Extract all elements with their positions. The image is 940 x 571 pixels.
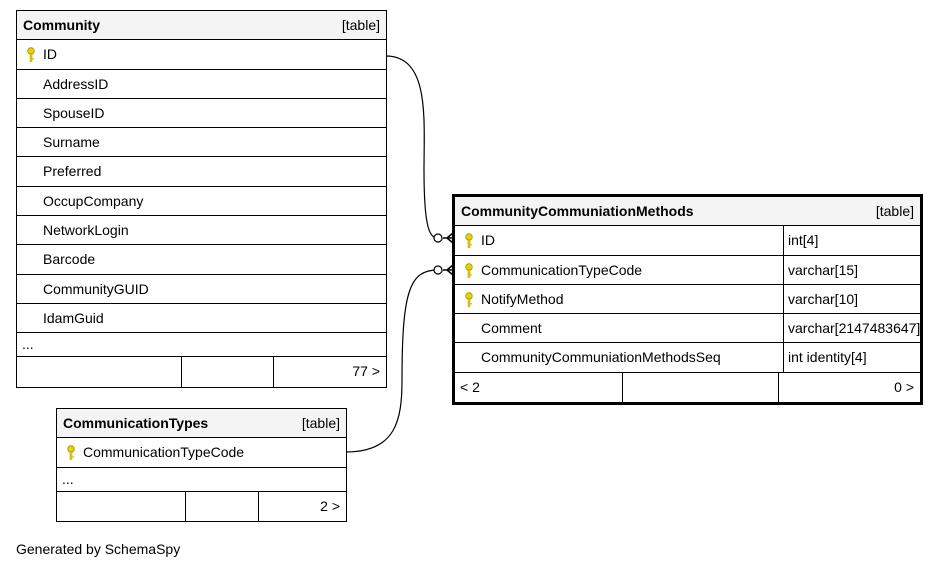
table-kind-label: [table]: [341, 17, 380, 33]
table-row[interactable]: SpouseID: [17, 99, 386, 129]
column-type: varchar[2147483647]: [783, 314, 920, 343]
column-name: Preferred: [43, 163, 102, 180]
community-table[interactable]: Community [table] ID AddressID SpouseID Surna…: [16, 10, 387, 388]
column-name: NotifyMethod: [481, 290, 564, 307]
table-row[interactable]: NetworkLogin: [17, 216, 386, 246]
column-name: ID: [481, 232, 495, 249]
table-header[interactable]: CommunityCommuniationMethods [table]: [455, 197, 920, 227]
primary-key-icon: [465, 262, 473, 278]
communication-types-table[interactable]: CommunicationTypes[table]CommunicationTy…: [56, 408, 347, 522]
column-name: AddressID: [43, 75, 109, 92]
table-name: CommunicationTypes: [63, 415, 209, 431]
table-row[interactable]: Barcode: [17, 245, 386, 275]
column-name: ID: [43, 46, 57, 63]
table-name: Community: [23, 17, 100, 33]
table-name: CommunityCommuniationMethods: [461, 203, 694, 219]
table-row[interactable]: OccupCompany: [17, 187, 386, 217]
column-name: NetworkLogin: [43, 222, 129, 239]
column-type: int[4]: [783, 226, 818, 255]
community-communiation-methods-table[interactable]: CommunityCommuniationMethods [table] ID int…: [452, 194, 923, 406]
table-row[interactable]: CommunicationTypeCode: [57, 438, 346, 468]
table-row[interactable]: IdamGuid: [17, 304, 386, 334]
generated-by-credit: Generated by SchemaSpy: [16, 541, 181, 557]
footer-cell: 0 >: [779, 373, 920, 402]
link-community-id-optional-marker: [433, 233, 443, 243]
link-types-code-optional-marker: [433, 265, 443, 275]
column-name: SpouseID: [43, 104, 105, 121]
footer-cell: 77 >: [274, 357, 386, 386]
ellipsis: ...: [22, 336, 34, 353]
column-name: CommunicationTypeCode: [83, 444, 245, 461]
column-name: CommunityCommuniationMethodsSeq: [481, 349, 721, 366]
footer-cell-text: < 2: [460, 378, 480, 395]
column-name: Comment: [481, 320, 542, 337]
table-footer: 2 >: [57, 491, 346, 521]
column-type: varchar[10]: [783, 284, 858, 314]
footer-cell: [182, 357, 274, 387]
column-name: IdamGuid: [43, 309, 104, 326]
column-name: CommunicationTypeCode: [481, 261, 643, 278]
footer-cell-text: 0 >: [894, 378, 914, 395]
footer-cell: 2 >: [259, 492, 346, 521]
footer-cell-text: 77 >: [352, 363, 380, 380]
primary-key-icon: [465, 233, 473, 249]
column-name: Surname: [43, 134, 100, 151]
table-row[interactable]: CommunityCommuniationMethodsSeq int ident…: [455, 343, 920, 373]
column-name: CommunityGUID: [43, 280, 149, 297]
column-type: varchar[15]: [783, 255, 858, 284]
table-header[interactable]: CommunicationTypes [table]: [57, 409, 346, 439]
table-row[interactable]: CommunicationTypeCode varchar[15]: [455, 255, 920, 285]
table-row[interactable]: CommunityGUID: [17, 275, 386, 304]
table-footer: 77 >: [17, 357, 386, 387]
table-header[interactable]: Community [table]: [17, 11, 386, 41]
table-row[interactable]: AddressID: [17, 70, 386, 99]
footer-cell: [186, 491, 259, 521]
table-kind-label: [table]: [875, 203, 914, 219]
footer-cell: < 2: [455, 372, 623, 403]
table-kind-label: [table]: [301, 415, 340, 431]
footer-cell-text: 2 >: [320, 497, 340, 514]
column-type: int identity[4]: [783, 343, 867, 372]
footer-cell: [57, 491, 186, 521]
table-row[interactable]: Preferred: [17, 157, 386, 187]
table-row[interactable]: ID: [17, 40, 386, 70]
primary-key-icon: [465, 292, 473, 307]
column-name: OccupCompany: [43, 192, 144, 209]
primary-key-icon: [27, 47, 35, 63]
primary-key-icon: [67, 445, 75, 461]
more-columns-row[interactable]: ...: [57, 468, 346, 492]
table-row[interactable]: Comment varchar[2147483647]: [455, 314, 920, 344]
more-columns-row[interactable]: ...: [17, 333, 386, 358]
footer-cell: [17, 357, 182, 387]
table-row[interactable]: NotifyMethod varchar[10]: [455, 284, 920, 315]
table-row[interactable]: ID int[4]: [455, 226, 920, 256]
table-footer: < 2 0 >: [455, 372, 920, 403]
link-types-code: [345, 269, 439, 453]
column-name: Barcode: [43, 251, 96, 268]
ellipsis: ...: [62, 470, 74, 487]
footer-cell: [623, 372, 779, 403]
link-community-id: [385, 55, 439, 239]
table-row[interactable]: Surname: [17, 128, 386, 158]
